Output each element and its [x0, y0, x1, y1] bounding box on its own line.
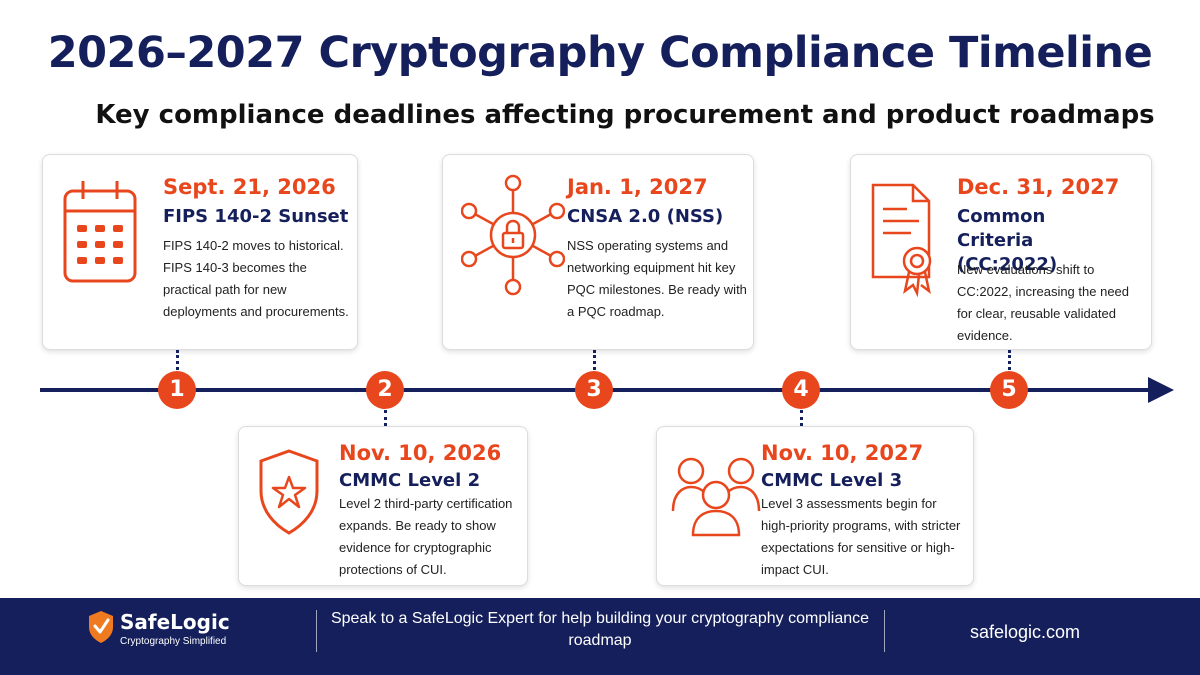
milestone-card-5: Dec. 31, 2027 Common Criteria (CC:2022) … — [850, 154, 1152, 350]
milestone-description: Level 3 assessments begin for high-prior… — [761, 496, 961, 577]
page-title: 2026–2027 Cryptography Compliance Timeli… — [47, 28, 1153, 78]
milestone-date: Jan. 1, 2027 — [567, 175, 708, 199]
milestone-description: New evaluations shift to CC:2022, increa… — [957, 262, 1130, 343]
certificate-icon — [867, 177, 943, 306]
footer-divider — [316, 610, 317, 652]
timeline-node-3: 3 — [575, 371, 613, 409]
milestone-name: CMMC Level 2 — [339, 470, 481, 491]
timeline-node-4: 4 — [782, 371, 820, 409]
milestone-date: Nov. 10, 2026 — [339, 441, 502, 465]
milestone-description: Level 2 third-party certification expand… — [339, 496, 513, 577]
people-group-icon — [671, 453, 761, 542]
milestone-date: Sept. 21, 2026 — [163, 175, 336, 199]
connector-5 — [1008, 350, 1011, 370]
milestone-card-2: Nov. 10, 2026 CMMC Level 2 Level 2 third… — [238, 426, 528, 586]
connector-2 — [384, 410, 387, 426]
timeline-node-5: 5 — [990, 371, 1028, 409]
network-lock-icon — [460, 173, 566, 302]
calendar-icon — [61, 177, 141, 292]
footer-tagline: Cryptography Simplified — [120, 636, 227, 647]
milestone-date: Nov. 10, 2027 — [761, 441, 924, 465]
milestone-card-1: Sept. 21, 2026 FIPS 140-2 Sunset FIPS 14… — [42, 154, 358, 350]
footer-brand: SafeLogic — [120, 610, 230, 634]
connector-4 — [800, 410, 803, 426]
milestone-date: Dec. 31, 2027 — [957, 175, 1120, 199]
connector-3 — [593, 350, 596, 370]
timeline-node-2: 2 — [366, 371, 404, 409]
page-subtitle: Key compliance deadlines affecting procu… — [95, 100, 1155, 130]
milestone-description: FIPS 140-2 moves to historical. FIPS 140… — [163, 238, 349, 319]
timeline-arrow-head — [1148, 377, 1174, 403]
footer-divider — [884, 610, 885, 652]
footer-url-link[interactable]: safelogic.com — [969, 622, 1081, 642]
milestone-name: CMMC Level 3 — [761, 470, 903, 491]
footer-banner: SafeLogic Cryptography Simplified Speak … — [0, 598, 1200, 675]
milestone-name: CNSA 2.0 (NSS) — [567, 206, 724, 227]
safelogic-logo-icon — [88, 610, 114, 649]
connector-1 — [176, 350, 179, 370]
milestone-name: Common Criteria (CC:2022) — [957, 206, 1058, 275]
milestone-name: FIPS 140-2 Sunset — [163, 206, 349, 227]
milestone-card-4: Nov. 10, 2027 CMMC Level 3 Level 3 asses… — [656, 426, 974, 586]
shield-star-icon — [257, 447, 321, 542]
milestone-description: NSS operating systems and networking equ… — [567, 238, 747, 319]
timeline-node-1: 1 — [158, 371, 196, 409]
footer-cta[interactable]: Speak to a SafeLogic Expert for help bui… — [330, 610, 870, 649]
milestone-card-3: Jan. 1, 2027 CNSA 2.0 (NSS) NSS operatin… — [442, 154, 754, 350]
